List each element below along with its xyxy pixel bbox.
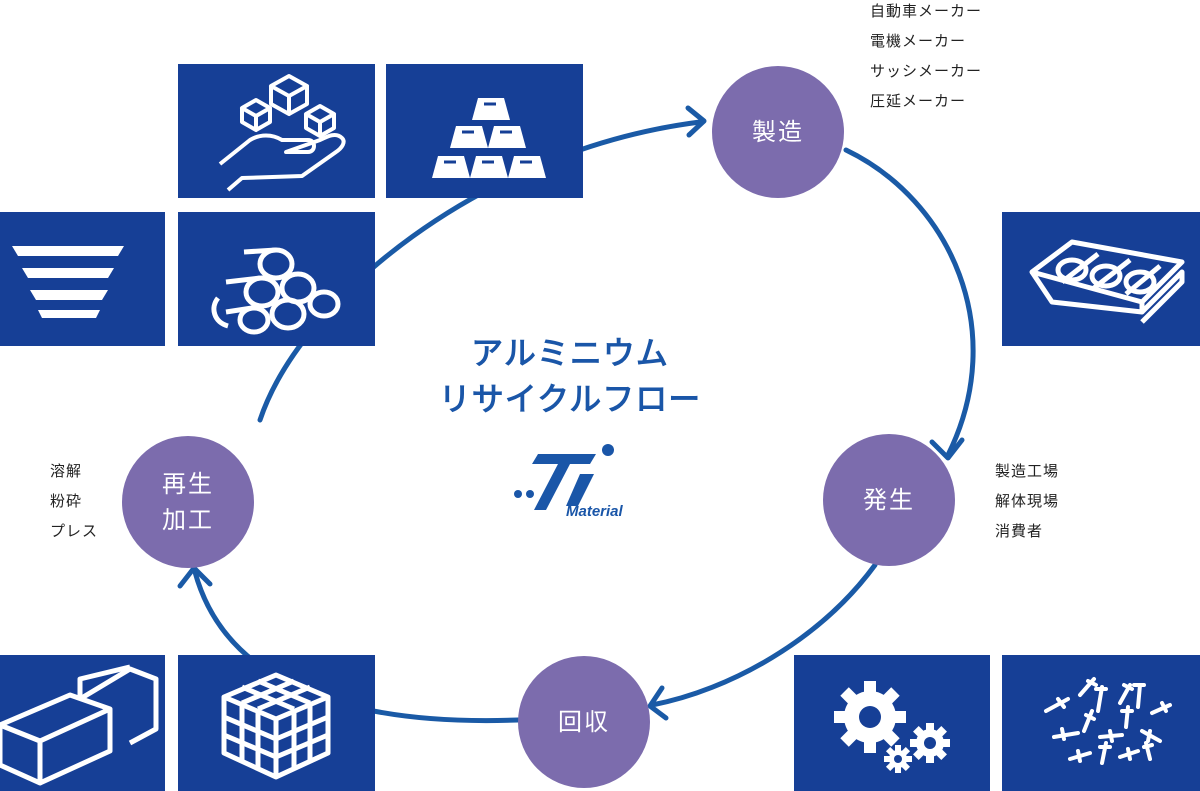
tile-ingots xyxy=(386,64,583,198)
tile-engine-blocks xyxy=(1002,212,1200,346)
hand-cubes-icon xyxy=(218,74,346,192)
notes-manufacturing: 自動車メーカー 電機メーカー サッシメーカー 圧延メーカー xyxy=(870,0,982,116)
arrow-to-generation xyxy=(843,147,976,458)
arrowhead-manufacturing xyxy=(685,105,707,138)
funnel-lines-icon xyxy=(12,246,124,318)
node-collection-label: 回収 xyxy=(558,708,610,736)
cube-block-icon xyxy=(221,672,331,780)
company-logo: Material xyxy=(514,444,624,520)
tile-pipes xyxy=(178,212,375,346)
notes-generation: 製造工場 解体現場 消費者 xyxy=(995,456,1059,546)
node-generation: 発生 xyxy=(823,434,955,566)
note-item: 消費者 xyxy=(995,522,1044,540)
note-item: 製造工場 xyxy=(995,462,1060,480)
node-regen-label-2: 加工 xyxy=(162,506,214,534)
arrowhead-collection xyxy=(647,685,669,721)
tile-cube-block xyxy=(178,655,375,791)
diagram-title: アルミニウム リサイクルフロー xyxy=(420,330,720,422)
note-item: プレス xyxy=(50,522,99,540)
notes-regen: 溶解 粉砕 プレス xyxy=(50,456,98,546)
arrowhead-regen xyxy=(177,565,213,589)
arrow-to-collection xyxy=(649,562,878,708)
node-generation-label: 発生 xyxy=(863,486,915,514)
pipes-icon xyxy=(211,247,341,335)
logo-text: Material xyxy=(566,503,624,520)
note-item: サッシメーカー xyxy=(870,62,983,80)
scrap-pieces-icon xyxy=(1044,677,1172,765)
note-item: 粉砕 xyxy=(50,492,83,510)
note-item: 解体現場 xyxy=(995,492,1060,510)
arrowhead-generation xyxy=(929,437,965,461)
note-item: 圧延メーカー xyxy=(870,92,967,110)
tile-scrap xyxy=(1002,655,1200,791)
gears-icon xyxy=(834,681,950,773)
node-manufacturing: 製造 xyxy=(712,66,844,198)
tile-hand-cubes xyxy=(178,64,375,198)
tile-gears xyxy=(794,655,990,791)
node-manufacturing-label: 製造 xyxy=(752,118,804,146)
title-line-1: アルミニウム xyxy=(471,334,669,372)
tile-press-machine xyxy=(0,655,165,791)
note-item: 自動車メーカー xyxy=(870,2,983,20)
node-regen-label-1: 再生 xyxy=(162,470,214,498)
tile-funnel xyxy=(0,212,165,346)
node-regeneration: 再生 加工 xyxy=(122,436,254,568)
press-machine-icon xyxy=(0,664,159,786)
note-item: 電機メーカー xyxy=(870,32,967,50)
ingots-icon xyxy=(432,98,546,178)
arrow-to-manufacturing xyxy=(257,119,703,423)
engine-blocks-icon xyxy=(1029,239,1185,324)
note-item: 溶解 xyxy=(50,462,83,480)
node-collection: 回収 xyxy=(518,656,650,788)
title-line-2: リサイクルフロー xyxy=(438,380,702,418)
